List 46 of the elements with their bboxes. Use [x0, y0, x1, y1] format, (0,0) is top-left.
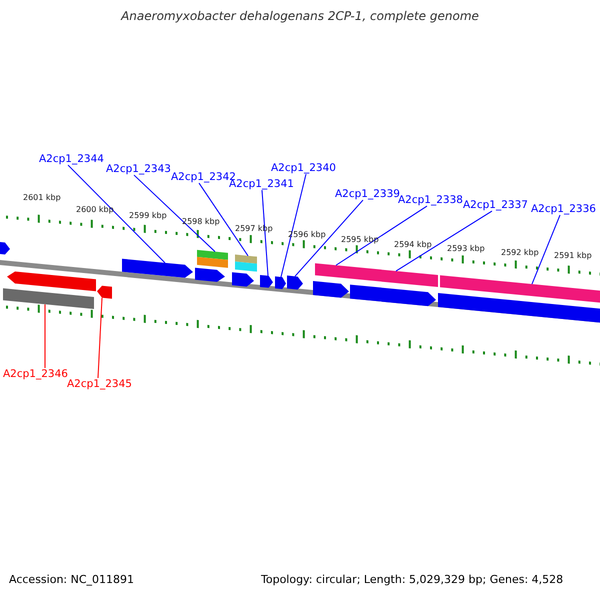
- leader-line: [198, 182, 248, 256]
- leader-line: [532, 214, 560, 285]
- footer-text: Accession: NC_011891: [9, 574, 134, 587]
- feature-bar: [3, 288, 94, 310]
- gene-block: [287, 276, 303, 290]
- feature-bar: [235, 254, 257, 264]
- gene-block: [232, 272, 254, 287]
- gene-block: [122, 258, 193, 278]
- gene-block: [7, 271, 96, 292]
- feature-bar: [440, 275, 600, 304]
- feature-bar: [197, 256, 228, 268]
- leader-line: [262, 190, 268, 276]
- scale-label: 2592 kbp: [501, 248, 539, 258]
- scale-label: 2593 kbp: [447, 244, 485, 254]
- scale-label: 2591 kbp: [554, 251, 592, 260]
- gene-label: A2cp1_2338: [398, 194, 463, 206]
- gene-block: [275, 276, 286, 290]
- leader-line: [294, 200, 364, 277]
- feature-bar: [235, 262, 257, 272]
- gene-label: A2cp1_2336: [531, 203, 596, 216]
- gene-block: [260, 274, 273, 288]
- scale-label: 2594 kbp: [394, 240, 432, 250]
- footer-text: Topology: circular; Length: 5,029,329 bp; Genes: 4,528: [261, 574, 564, 587]
- gene-label: A2cp1_2340: [271, 162, 336, 174]
- leader-line: [396, 210, 492, 272]
- leader-line: [44, 304, 46, 368]
- gene-label: A2cp1_2344: [39, 153, 104, 166]
- scale-label: 2598 kbp: [182, 217, 220, 226]
- gene-block: [0, 242, 10, 254]
- leader-line: [134, 174, 216, 252]
- map-title: Anaeromyxobacter dehalogenans 2CP-1, complete genome: [120, 10, 480, 24]
- scale-label: 2601 kbp: [23, 193, 61, 202]
- leader-line: [280, 174, 306, 278]
- gene-label: A2cp1_2345: [67, 378, 132, 390]
- feature-bar: [315, 263, 438, 288]
- gene-label: A2cp1_2346: [3, 368, 68, 380]
- gene-label: A2cp1_2337: [463, 199, 528, 212]
- gene-block: [97, 286, 112, 299]
- leader-line: [68, 164, 166, 264]
- gene-block: [313, 281, 349, 298]
- gene-block: [195, 268, 225, 282]
- scale-label: 2600 kbp: [76, 205, 114, 214]
- gene-label: A2cp1_2339: [335, 188, 400, 200]
- leader-line: [98, 297, 102, 378]
- gene-label: A2cp1_2343: [106, 163, 171, 176]
- scale-label: 2599 kbp: [129, 211, 167, 220]
